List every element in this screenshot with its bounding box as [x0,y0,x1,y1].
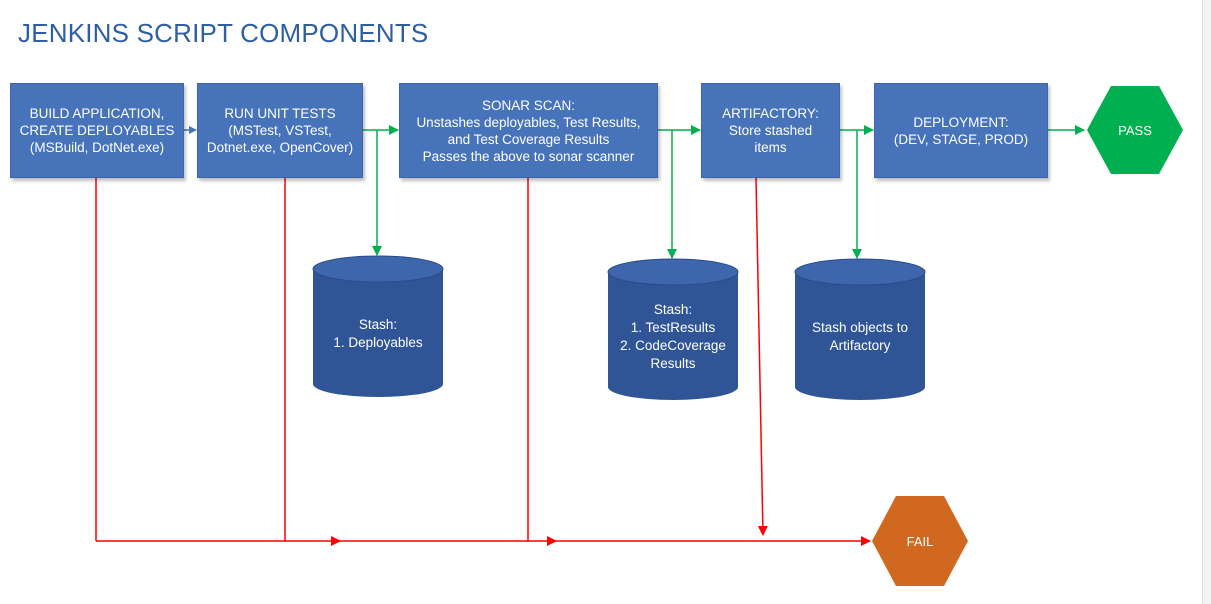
success-paths [363,125,1085,259]
step-line: BUILD APPLICATION, [29,106,165,121]
stash-line: 1. Deployables [333,335,423,350]
step-line: (MSBuild, DotNet.exe) [29,140,165,155]
step-line: ARTIFACTORY: [722,106,819,121]
step-line: Passes the above to sonar scanner [422,148,635,164]
step-artifactory: ARTIFACTORY: Store stashed items [701,83,840,178]
stash-line: Stash: [358,317,398,332]
stash-line: 1. TestResults [630,320,716,335]
step-deployment: DEPLOYMENT: (DEV, STAGE, PROD) [874,83,1048,178]
pass-hexagon [1087,86,1183,174]
page-title: JENKINS SCRIPT COMPONENTS [18,18,429,48]
stash-label-deployables: Stash: 1. Deployables [313,284,443,384]
step-line: and Test Coverage Results [447,131,610,147]
fail-label: FAIL [906,533,934,549]
step-line: Unstashes deployables, Test Results, [416,114,641,130]
step-build-application: BUILD APPLICATION, CREATE DEPLOYABLES (M… [10,83,184,178]
stash-label-artifactory: Stash objects to Artifactory [795,287,925,387]
fail-hexagon [872,496,968,586]
failure-paths [95,177,871,546]
step-run-unit-tests: RUN UNIT TESTS (MSTest, VSTest, Dotnet.e… [197,83,363,178]
step-line: (MSTest, VSTest, [228,123,332,138]
step-line: Store stashed [728,123,813,138]
stash-cylinder-artifactory [794,258,926,400]
step-line: SONAR SCAN: [481,97,576,113]
step-line: items [754,140,787,155]
stash-cylinder-deployables [312,255,444,397]
step-line: (DEV, STAGE, PROD) [893,131,1029,147]
stash-label-test-results: Stash: 1. TestResults 2. CodeCoverage Re… [608,287,738,387]
step-line: RUN UNIT TESTS [224,106,336,121]
step-sonar-scan: SONAR SCAN: Unstashes deployables, Test … [399,83,658,178]
step-line: Dotnet.exe, OpenCover) [206,140,354,155]
step-line: DEPLOYMENT: [913,114,1009,130]
fail-line-artifactory [755,177,768,536]
stash-line: 2. CodeCoverage [620,338,726,353]
pass-label: PASS [1118,122,1152,138]
stash-line: Stash: [653,302,693,317]
step-line: CREATE DEPLOYABLES [19,123,175,138]
stash-cylinder-test-results [607,258,739,400]
stash-line: Artifactory [829,338,891,353]
vertical-scrollbar[interactable] [1202,0,1211,604]
stash-line: Results [650,356,696,371]
stash-line: Stash objects to [811,320,909,335]
